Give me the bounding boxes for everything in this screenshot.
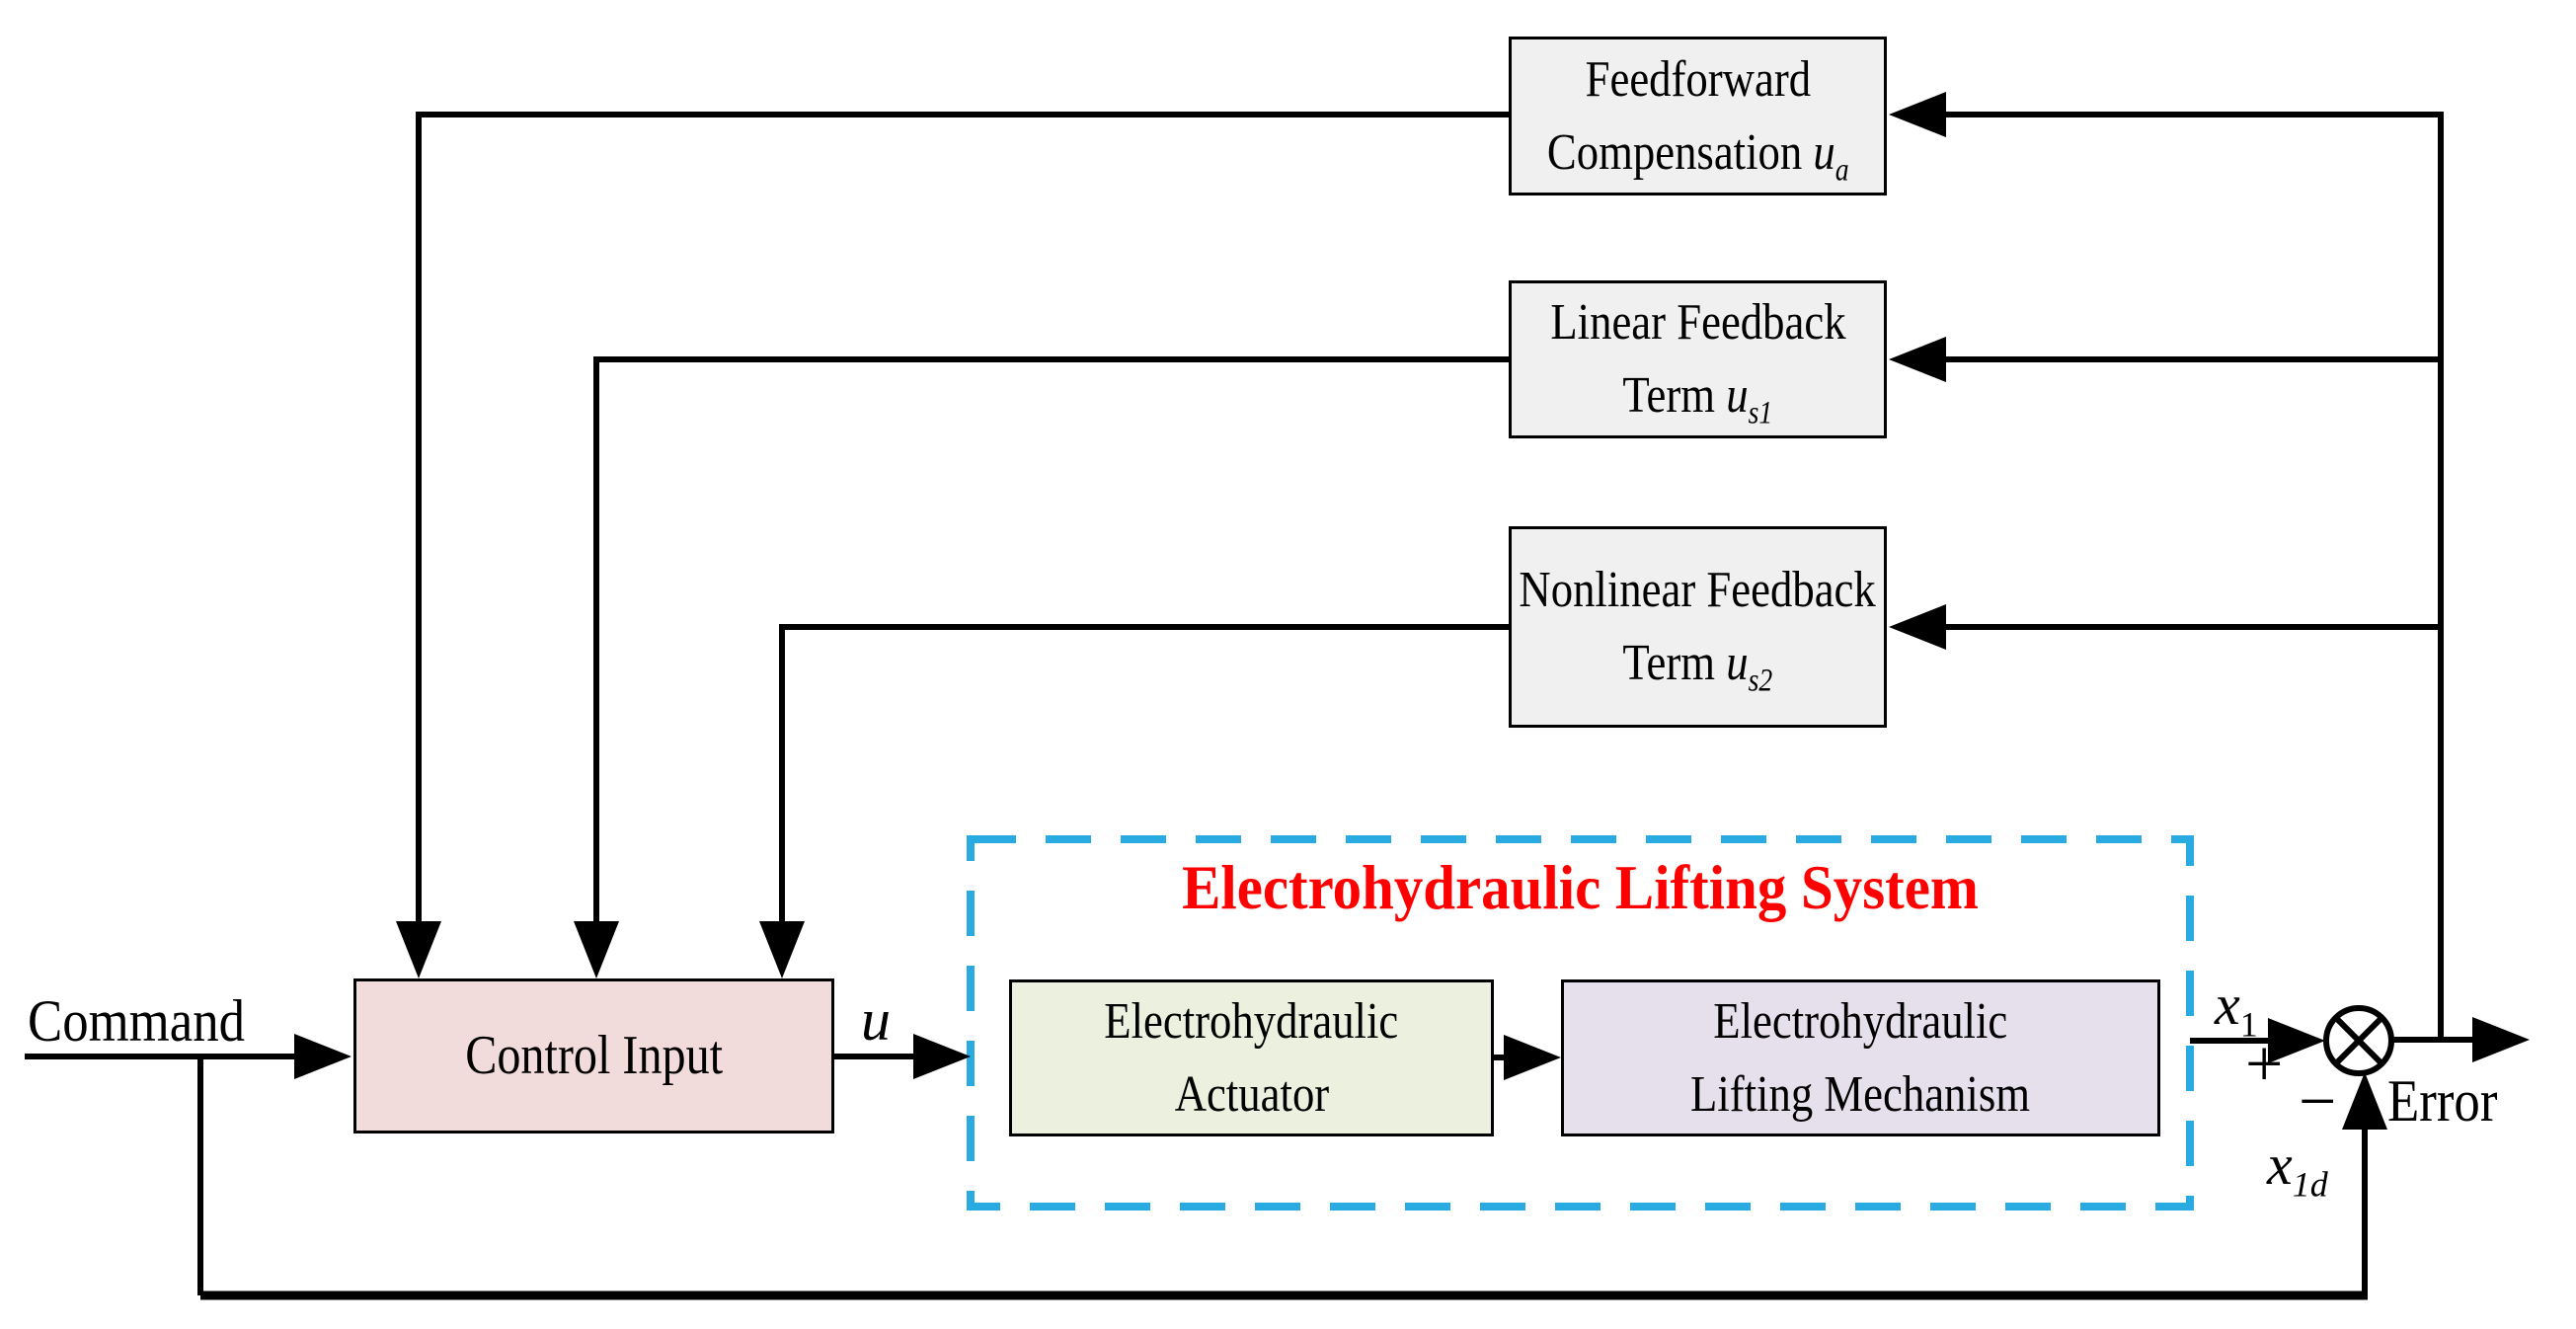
linear-input-arrowhead	[1889, 337, 1946, 382]
nonlinear-input-arrowhead	[1889, 604, 1946, 650]
system-group-title: Electrohydraulic Lifting System	[1182, 852, 1979, 922]
summing-junction-icon	[2323, 1005, 2394, 1076]
error-label: Error	[2387, 1068, 2498, 1134]
x1-signal-label: x1	[2215, 973, 2258, 1045]
x1d-arrowhead	[2342, 1072, 2387, 1130]
block-label-line2: Term us1	[1622, 367, 1773, 430]
command-label: Command	[28, 988, 245, 1054]
feedforward-output-path	[416, 112, 1509, 924]
system-dashed-border	[967, 835, 2194, 1211]
feedforward-output-arrowhead	[396, 921, 441, 978]
block-label-line2: Compensation ua	[1546, 123, 1849, 187]
nonlinear-output-arrowhead	[759, 921, 805, 978]
block-label-line2: Term us2	[1622, 635, 1773, 698]
feedforward-input-arrowhead	[1889, 92, 1946, 137]
block-label-line1: Nonlinear Feedback	[1519, 562, 1877, 619]
block-label-line2: Actuator	[1174, 1065, 1329, 1123]
block-label-line1: Linear Feedback	[1549, 294, 1846, 352]
error-output-arrowhead	[2472, 1017, 2530, 1062]
block-label-line1: Electrohydraulic	[1104, 992, 1399, 1050]
block-label: Control Input	[465, 1024, 723, 1086]
x1-arrowhead	[2268, 1018, 2325, 1063]
actuator-mechanism-arrowhead	[1504, 1035, 1561, 1080]
control-input-block: Control Input	[353, 978, 834, 1134]
block-label-line2: Lifting Mechanism	[1690, 1065, 2031, 1123]
nonlinear-feedback-term-block: Nonlinear Feedback Term us2	[1509, 526, 1887, 728]
x1d-signal-label: x1d	[2267, 1133, 2328, 1205]
linear-output-arrowhead	[574, 921, 619, 978]
nonlinear-output-path	[779, 624, 1509, 924]
feedforward-compensation-block: Feedforward Compensation ua	[1509, 37, 1887, 195]
u-signal-label: u	[861, 987, 891, 1053]
linear-feedback-term-block: Linear Feedback Term us1	[1509, 280, 1887, 438]
block-label-line1: Feedforward	[1585, 50, 1811, 108]
minus-sign-label: −	[2299, 1063, 2337, 1138]
plus-sign-label: +	[2245, 1026, 2284, 1101]
command-arrowhead	[294, 1034, 351, 1079]
u-arrowhead	[913, 1034, 971, 1079]
block-label-line1: Electrohydraulic	[1713, 992, 2008, 1050]
electrohydraulic-lifting-mechanism-block: Electrohydraulic Lifting Mechanism	[1561, 979, 2160, 1136]
linear-output-path	[593, 356, 1509, 924]
electrohydraulic-actuator-block: Electrohydraulic Actuator	[1009, 979, 1494, 1136]
